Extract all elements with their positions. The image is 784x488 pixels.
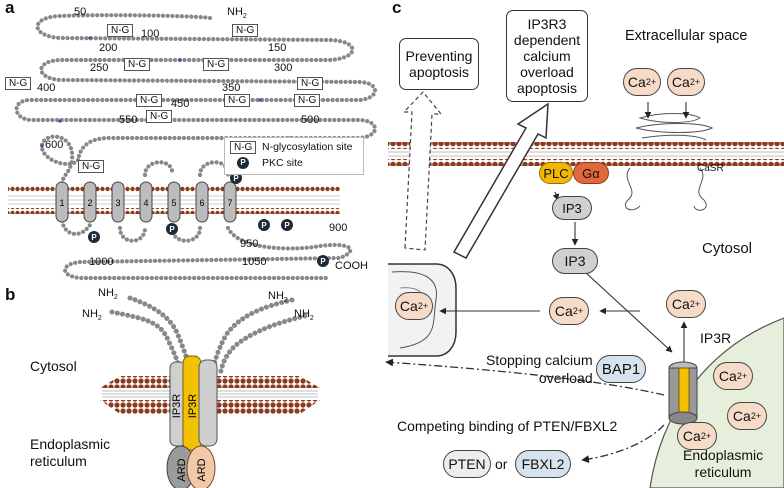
tm-labels: 1 2 3 4 5 6 7 [59,198,232,208]
fbxl2-node: FBXL2 [515,450,571,478]
residue-1050: 1050 [242,256,267,268]
panel-b-letter: b [5,285,16,304]
casr-label: CaSR [697,163,724,174]
casr-receptor [624,113,714,211]
residue-1000: 1000 [89,256,114,268]
residue-600: 600 [45,139,64,151]
ng-site-10: N-G [146,110,173,123]
or-label: or [495,456,508,472]
legend-pkc-text: PKC site [262,157,303,169]
residue-450: 450 [171,98,190,110]
residue-100: 100 [141,28,160,40]
residue-200: 200 [99,42,118,54]
ng-site-1: N-G [107,24,134,37]
residue-950: 950 [240,238,259,250]
ip3-node-2: IP3 [552,248,598,274]
tm-helices [55,181,237,223]
cytosol-label-b: Cytosol [30,358,77,374]
competing-binding-label: Competing binding of PTEN/FBXL2 [397,418,618,434]
pten-node: PTEN [443,450,491,478]
legend-pkc-swatch: P [237,157,249,169]
residue-150: 150 [268,42,287,54]
panel-a-letter: a [5,0,15,17]
ng-site-6: N-G [297,77,324,90]
residue-50: 50 [74,6,87,18]
pkc-sites [88,172,329,267]
tm-4: 4 [143,198,148,208]
dashdot-arrows [385,358,665,463]
residue-900: 900 [329,222,348,234]
ard-label-b1: ARD [176,458,188,481]
nh2-b-4: NH2 [294,308,314,323]
extracellular-label: Extracellular space [625,28,748,44]
ip3r3-apoptosis-box: IP3R3 dependent calcium overload apoptos… [506,10,588,102]
svg-text:P: P [233,174,239,183]
cooh-label: COOH [335,260,368,272]
solid-open-arrow [452,102,549,259]
tm-1: 1 [59,198,64,208]
nh2-b-1: NH2 [98,287,118,302]
cytosol-label-c: Cytosol [702,240,753,257]
ip3-node-1: IP3 [552,196,592,220]
legend-ng-swatch: N-G [230,141,257,154]
tm-3: 3 [115,198,120,208]
ng-site-2: N-G [232,24,259,37]
residue-350: 350 [222,82,241,94]
svg-text:P: P [320,257,326,266]
ng-site-11: N-G [78,160,105,173]
ip3r-channel-c [668,361,698,425]
ip3r-label-c: IP3R [700,330,732,346]
panel-b-vertical-labels: IP3R IP3R ARD ARD [171,394,208,482]
svg-text:P: P [91,233,97,242]
ng-site-7: N-G [136,94,163,107]
nh2-label-a: NH2 [227,6,247,21]
preventing-apoptosis-box: Preventing apoptosis [399,38,479,90]
ng-site-8: N-G [224,94,251,107]
pkc-site-labels: P P P P P P [91,174,326,266]
plc-node: PLC [539,162,573,184]
signal-arrows [439,102,690,362]
svg-text:P: P [284,221,290,230]
galpha-node: Gα [573,162,609,184]
ip3r-channel-b [166,355,218,488]
residue-550: 550 [119,114,138,126]
ng-site-9: N-G [294,94,321,107]
nh2-b-3: NH2 [268,290,288,305]
svg-text:P: P [169,225,175,234]
tm-6: 6 [199,198,204,208]
bap1-node: BAP1 [596,355,646,383]
residue-250: 250 [90,62,109,74]
tm-5: 5 [171,198,176,208]
tm-7: 7 [227,198,232,208]
residue-500: 500 [301,114,320,126]
ng-site-3: N-G [124,58,151,71]
ip3r-label-b2: IP3R [187,394,199,419]
ng-site-4: N-G [203,58,230,71]
nh2-b-2: NH2 [82,308,102,323]
panel-c-letter: c [392,0,402,17]
legend-ng-text: N-glycosylation site [262,141,353,153]
ard-label-b2: ARD [196,458,208,481]
chain-site-dots [40,36,292,148]
residue-300: 300 [274,62,293,74]
residue-400: 400 [37,82,56,94]
ng-site-5: N-G [5,77,32,90]
svg-text:P: P [261,221,267,230]
ip3r-label-b1: IP3R [171,394,183,419]
dashed-open-arrow [402,91,443,251]
tm-2: 2 [87,198,92,208]
